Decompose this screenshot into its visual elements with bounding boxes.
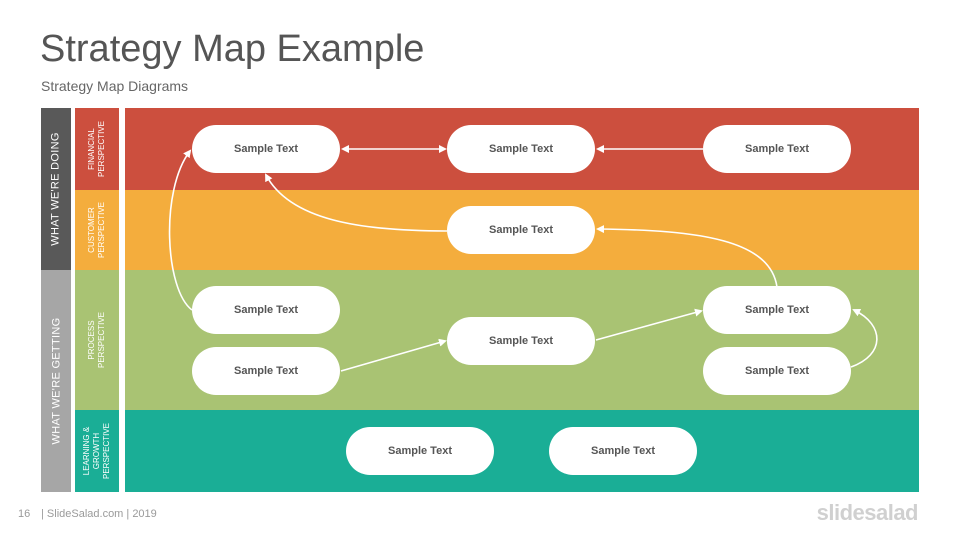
side-label-doing-box: WHAT WE'RE DOING	[41, 108, 71, 270]
perspective-label-customer-box: CUSTOMER PERSPECTIVE	[75, 190, 119, 270]
node-process-4: Sample Text	[703, 286, 851, 334]
perspective-label-financial-box: FINANCIAL PERSPECTIVE	[75, 108, 119, 190]
arrow-proc2-procmid	[340, 338, 447, 372]
node-learning-1: Sample Text	[346, 427, 494, 475]
arrow-proc4-proc3	[850, 309, 878, 368]
node-process-5: Sample Text	[703, 347, 851, 395]
node-process-2: Sample Text	[192, 347, 340, 395]
node-process-3: Sample Text	[447, 317, 595, 365]
arrow-procmid-proc3	[595, 308, 703, 341]
node-financial-1: Sample Text	[192, 125, 340, 173]
footer-source: | SlideSalad.com | 2019	[41, 508, 157, 520]
arrow-cust1-fin1	[265, 173, 448, 232]
perspective-label-learning-box: LEARNING & GROWTH PERSPECTIVE	[75, 410, 119, 492]
slide-subtitle: Strategy Map Diagrams	[41, 78, 189, 94]
node-learning-2: Sample Text	[549, 427, 697, 475]
slidesalad-logo: slidesalad	[816, 500, 919, 525]
arrow-proc1-fin1	[168, 149, 193, 311]
slide-title: Strategy Map Example	[40, 28, 425, 70]
node-customer-1: Sample Text	[447, 206, 595, 254]
page-number: 16	[18, 508, 31, 520]
node-process-1: Sample Text	[192, 286, 340, 334]
side-label-getting-box: WHAT WE'RE GETTING	[41, 270, 71, 492]
arrow-proc3-cust1	[596, 225, 778, 288]
node-financial-3: Sample Text	[703, 125, 851, 173]
perspective-label-process-box: PROCESS PERSPECTIVE	[75, 270, 119, 410]
learning-band	[125, 410, 919, 492]
node-financial-2: Sample Text	[447, 125, 595, 173]
